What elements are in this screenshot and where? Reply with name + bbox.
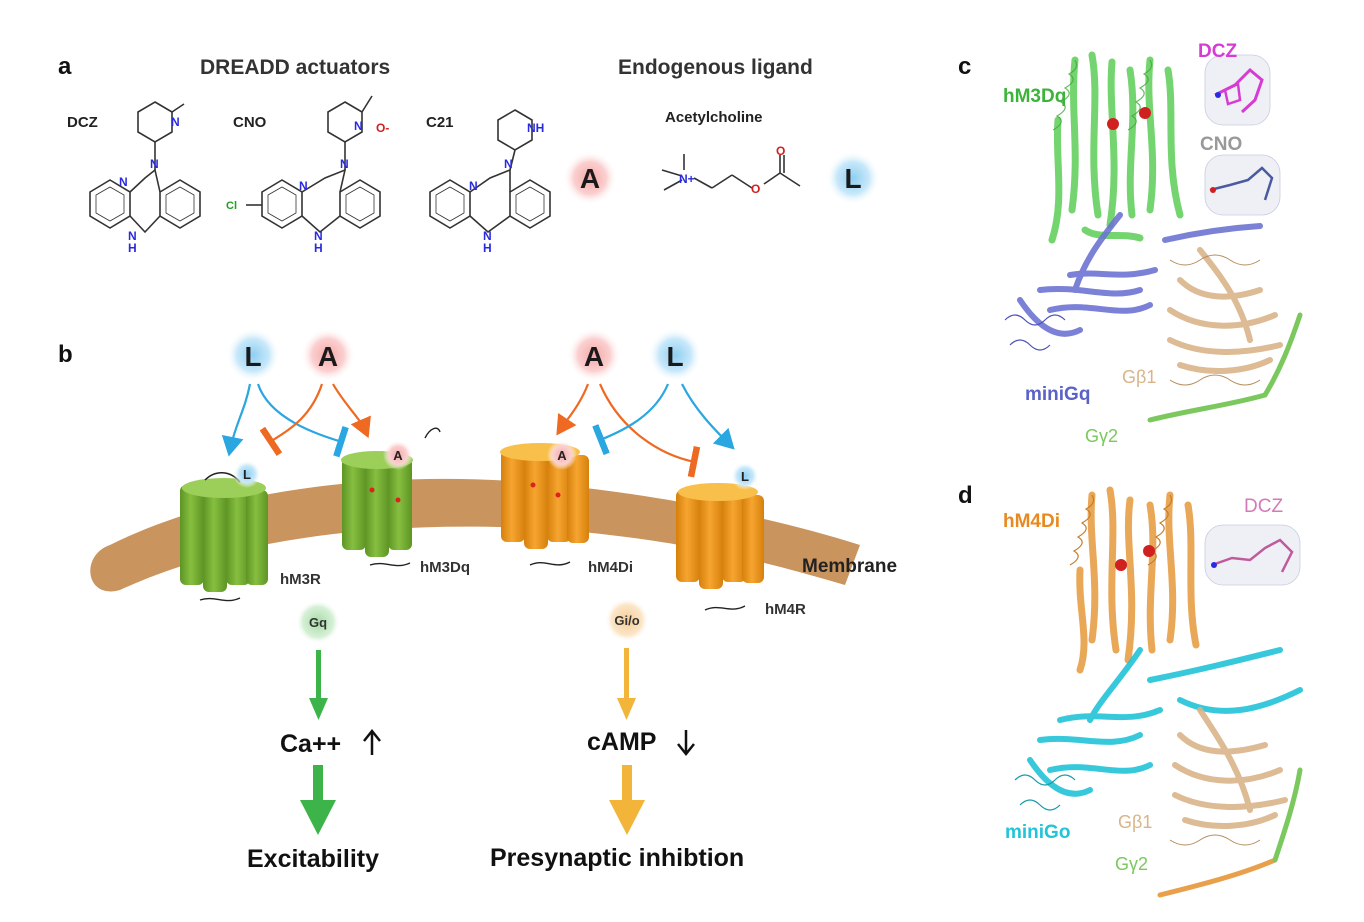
ligand-a-left: A	[301, 328, 355, 382]
outcome-excitability: Excitability	[247, 845, 379, 873]
gq-badge: Gq	[296, 600, 340, 644]
receptor-hm3r: L hM3R	[180, 460, 321, 602]
atom-o: O	[776, 144, 785, 158]
molecule-c21: C21 NH N N N H	[426, 109, 551, 255]
ligand-l-left-label: L	[244, 341, 261, 372]
ligand-a-right: A	[567, 328, 621, 382]
cno-density-c	[1204, 154, 1281, 216]
label-dcz-d: DCZ	[1244, 496, 1283, 517]
atom-h: H	[483, 241, 492, 255]
ligand-a-badge: A	[563, 151, 617, 205]
arrow-a-to-hm3dq	[332, 383, 371, 439]
label-minigq: miniGq	[1025, 384, 1090, 405]
atom-n: N	[504, 157, 513, 171]
label-dcz-c: DCZ	[1198, 41, 1237, 62]
label-gb1-d: Gβ1	[1118, 812, 1152, 832]
gio-badge: Gi/o	[605, 598, 649, 642]
molecule-label-cno: CNO	[233, 114, 267, 131]
label-cno-c: CNO	[1200, 134, 1242, 155]
receptor-hm3dq: A hM3Dq	[341, 427, 470, 576]
inhibit-l-to-hm4di	[592, 383, 670, 456]
structure-hm4di: hM4Di DCZ miniGo Gβ1 Gγ2	[1003, 486, 1303, 898]
atom-o: O	[751, 182, 760, 196]
panel-label-a: a	[58, 53, 72, 80]
dcz-density-c	[1204, 54, 1271, 126]
molecule-dcz: DCZ N N N N H	[67, 101, 201, 255]
atom-n: N	[340, 157, 349, 171]
inhibit-l-to-hm3dq	[256, 383, 349, 458]
bound-l-hm4r: L	[741, 469, 749, 484]
ligand-l-left: L	[226, 328, 280, 382]
receptor-label-hm4r: hM4R	[765, 601, 806, 618]
ligand-l-right-label: L	[666, 341, 683, 372]
atom-n-plus: N+	[679, 172, 695, 186]
inhibit-a-to-hm4r	[598, 383, 701, 478]
label-hm4di: hM4Di	[1003, 511, 1060, 532]
atom-n-plus: N	[354, 119, 363, 133]
atom-n: N	[171, 115, 180, 129]
outcome-presynaptic-inhibition: Presynaptic inhibtion	[490, 844, 744, 872]
arrow-l-to-hm3r	[221, 383, 252, 457]
flow-arrows	[300, 648, 645, 835]
gq-label: Gq	[309, 615, 327, 630]
label-gb1-c: Gβ1	[1122, 367, 1156, 387]
up-arrow-icon	[363, 728, 381, 755]
atom-o-minus: O-	[376, 121, 389, 135]
atom-nh: N	[128, 229, 137, 243]
membrane-label: Membrane	[802, 556, 897, 577]
label-gg2-c: Gγ2	[1085, 426, 1118, 446]
ligand-a-right-label: A	[584, 341, 604, 372]
ligand-l-label: L	[844, 163, 861, 194]
inhibit-a-to-hm3r	[259, 383, 324, 457]
atom-n: N	[150, 157, 159, 171]
receptor-label-hm3dq: hM3Dq	[420, 559, 470, 576]
atom-n: N	[119, 175, 128, 189]
atom-h: H	[314, 241, 323, 255]
receptor-label-hm3r: hM3R	[280, 571, 321, 588]
down-arrow-icon	[677, 730, 695, 757]
second-messenger-ca: Ca++	[280, 730, 341, 758]
molecule-label-dcz: DCZ	[67, 114, 98, 131]
receptor-hm4di: A hM4Di	[500, 440, 633, 576]
panel-label-c: c	[958, 53, 971, 80]
atom-h: H	[128, 241, 137, 255]
bound-a-hm4di: A	[557, 448, 567, 463]
ligand-a-label: A	[580, 163, 600, 194]
dcz-density-d	[1204, 524, 1301, 586]
receptor-label-hm4di: hM4Di	[588, 559, 633, 576]
bound-l-hm3r: L	[243, 467, 251, 482]
arrow-l-to-hm4r	[681, 383, 735, 450]
gio-label: Gi/o	[614, 613, 639, 628]
molecule-cno: CNO N O- N N Cl N H	[226, 95, 389, 255]
atom-n: N	[299, 179, 308, 193]
header-dreadd-actuators: DREADD actuators	[200, 56, 390, 79]
molecule-label-acetylcholine: Acetylcholine	[665, 109, 763, 126]
second-messenger-camp: cAMP	[587, 728, 656, 756]
label-minigo: miniGo	[1005, 822, 1070, 843]
atom-nh: N	[483, 229, 492, 243]
panel-label-d: d	[958, 482, 973, 509]
membrane	[90, 478, 860, 592]
bound-a-hm3dq: A	[393, 448, 403, 463]
panel-label-b: b	[58, 341, 73, 368]
ligand-l-right: L	[648, 328, 702, 382]
ligand-a-left-label: A	[318, 341, 338, 372]
receptor-hm4r: L hM4R	[676, 462, 806, 618]
label-hm3dq: hM3Dq	[1003, 86, 1066, 107]
label-gg2-d: Gγ2	[1115, 854, 1148, 874]
structure-hm3dq: hM3Dq DCZ CNO miniGq Gβ1 Gγ2	[1003, 41, 1303, 446]
ligand-l-badge: L	[826, 151, 880, 205]
atom-n: N	[469, 179, 478, 193]
molecule-label-c21: C21	[426, 114, 454, 131]
molecule-acetylcholine: Acetylcholine N+ O O	[661, 109, 801, 196]
atom-nh: N	[314, 229, 323, 243]
arrow-a-to-hm4di	[556, 383, 590, 436]
header-endogenous-ligand: Endogenous ligand	[618, 56, 813, 79]
atom-nh: NH	[527, 121, 544, 135]
ligand-arrows	[221, 383, 735, 478]
atom-cl: Cl	[226, 200, 237, 212]
